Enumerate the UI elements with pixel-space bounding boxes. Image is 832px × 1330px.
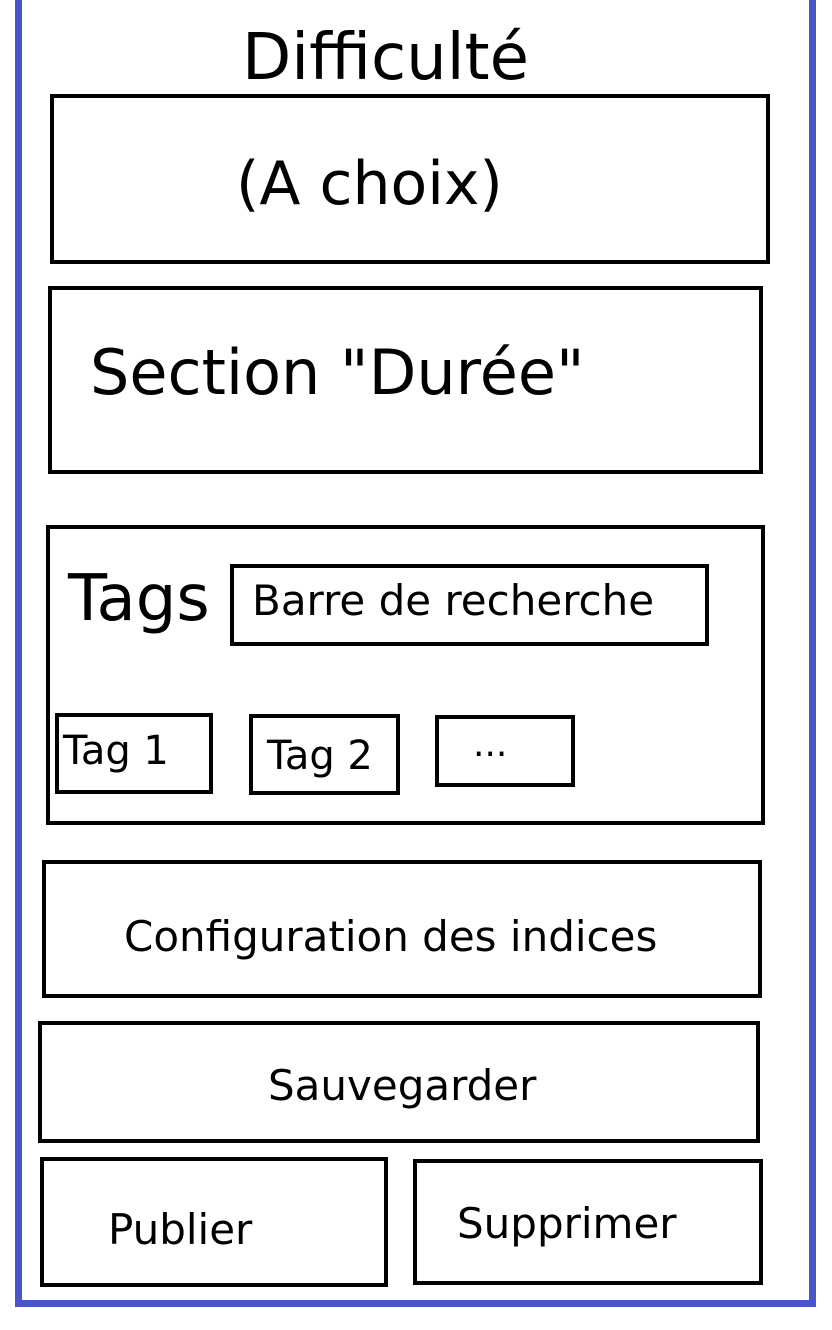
- save-button[interactable]: Sauvegarder: [38, 1021, 760, 1143]
- page-frame: [15, 0, 816, 1307]
- save-button-label: Sauvegarder: [268, 1061, 537, 1110]
- tag-chip-1[interactable]: Tag 1: [55, 713, 213, 794]
- tag-chip-label: Tag 2: [267, 733, 373, 779]
- delete-button-label: Supprimer: [457, 1199, 677, 1248]
- tag-chip-label: ...: [473, 724, 508, 765]
- publish-button-label: Publier: [108, 1205, 253, 1254]
- difficulty-select[interactable]: (A choix): [50, 94, 770, 264]
- tag-search-placeholder: Barre de recherche: [252, 576, 655, 625]
- tag-chip-label: Tag 1: [63, 728, 169, 774]
- tags-label: Tags: [68, 562, 210, 636]
- tags-section: Tags Barre de recherche Tag 1 Tag 2 ...: [46, 525, 765, 825]
- difficulty-value: (A choix): [236, 149, 503, 219]
- tag-search-input[interactable]: Barre de recherche: [230, 564, 709, 646]
- duration-section-label: Section "Durée": [90, 336, 585, 409]
- delete-button[interactable]: Supprimer: [413, 1159, 763, 1285]
- duration-section: Section "Durée": [48, 286, 763, 474]
- tag-chip-2[interactable]: Tag 2: [249, 714, 400, 795]
- publish-button[interactable]: Publier: [40, 1157, 388, 1287]
- hints-config-button[interactable]: Configuration des indices: [42, 860, 762, 998]
- hints-config-label: Configuration des indices: [124, 912, 658, 961]
- difficulty-title: Difficulté: [242, 21, 529, 95]
- tag-chip-more[interactable]: ...: [435, 715, 575, 787]
